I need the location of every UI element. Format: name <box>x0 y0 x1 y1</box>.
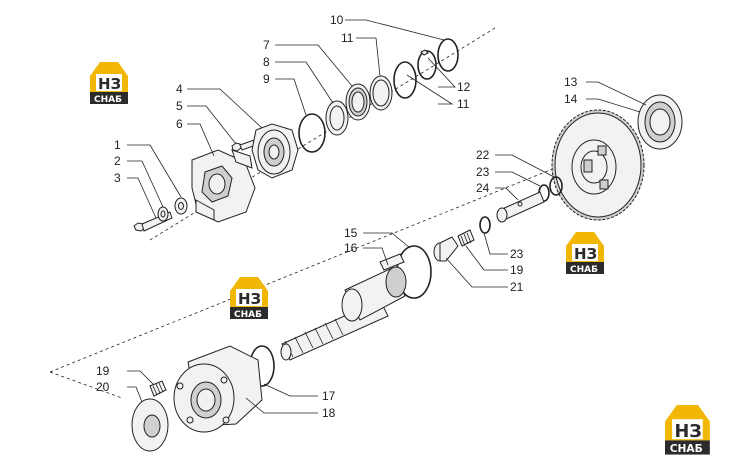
callout-7: 7 <box>263 38 270 52</box>
logo-mark: НЗ <box>238 290 261 308</box>
callout-19-left: 19 <box>96 364 110 378</box>
callout-22: 22 <box>476 148 490 162</box>
callout-10: 10 <box>330 13 344 27</box>
callout-5: 5 <box>176 99 183 113</box>
callout-4: 4 <box>176 82 183 96</box>
ring-23-lower <box>479 216 491 234</box>
ring-11-upper <box>369 75 393 111</box>
logo-watermark-bottom-right: НЗ СНАБ <box>665 405 710 455</box>
spring-19-upper <box>457 229 475 247</box>
logo-watermark-middle-right: НЗ СНАБ <box>566 232 604 275</box>
logo-name: СНАБ <box>94 95 122 105</box>
logo-watermark-middle-left: НЗ СНАБ <box>230 277 268 320</box>
washer-1 <box>174 197 188 215</box>
callout-labels: 1 2 3 4 5 6 7 8 9 10 11 11 12 13 14 15 1… <box>96 13 578 420</box>
logo-mark: НЗ <box>98 75 121 93</box>
gear-13 <box>551 109 645 221</box>
assembly-axis-left <box>49 371 123 399</box>
callout-9: 9 <box>263 72 270 86</box>
logo-name: СНАБ <box>570 265 598 275</box>
shaft-15 <box>280 253 407 361</box>
callout-6: 6 <box>176 117 183 131</box>
plate-20 <box>131 398 169 452</box>
sleeve-21 <box>433 236 459 262</box>
callout-23-top: 23 <box>476 165 490 179</box>
callout-11-top: 11 <box>341 31 354 45</box>
callout-19-right: 19 <box>510 263 524 277</box>
snap-ring-12 <box>417 49 437 80</box>
logo-mark: НЗ <box>674 422 701 442</box>
logo-name: СНАБ <box>670 442 703 455</box>
leader-lines <box>127 19 647 414</box>
callout-17: 17 <box>322 389 336 403</box>
callout-14: 14 <box>564 92 578 106</box>
seal-ring-8 <box>325 100 349 136</box>
carrier-18 <box>173 345 263 433</box>
callout-13: 13 <box>564 75 578 89</box>
logo-mark: НЗ <box>574 245 597 263</box>
yoke-6 <box>191 149 256 223</box>
pin-24 <box>496 191 545 223</box>
callout-20: 20 <box>96 380 110 394</box>
bearing-14 <box>637 94 683 150</box>
callout-23-bottom: 23 <box>510 247 524 261</box>
ring-11-lower <box>393 61 417 99</box>
callout-21: 21 <box>510 280 524 294</box>
washer-2 <box>157 206 169 222</box>
bearing-7 <box>345 83 371 121</box>
assembly-axis-bottom <box>49 167 556 373</box>
callout-3: 3 <box>114 171 121 185</box>
callout-18: 18 <box>322 406 336 420</box>
seal-ring-9 <box>298 113 326 153</box>
callout-1: 1 <box>114 138 121 152</box>
callout-16: 16 <box>344 241 358 255</box>
logo-name: СНАБ <box>234 310 262 320</box>
callout-11-bottom: 11 <box>457 97 470 111</box>
flange-4 <box>251 123 299 179</box>
ring-22 <box>549 176 563 196</box>
callout-12: 12 <box>457 80 471 94</box>
logo-watermark-top-left: НЗ СНАБ <box>90 62 128 105</box>
callout-8: 8 <box>263 55 270 69</box>
callout-15: 15 <box>344 226 358 240</box>
bolt-5 <box>231 139 257 152</box>
ring-10 <box>437 38 459 72</box>
callout-2: 2 <box>114 154 121 168</box>
callout-24: 24 <box>476 181 490 195</box>
